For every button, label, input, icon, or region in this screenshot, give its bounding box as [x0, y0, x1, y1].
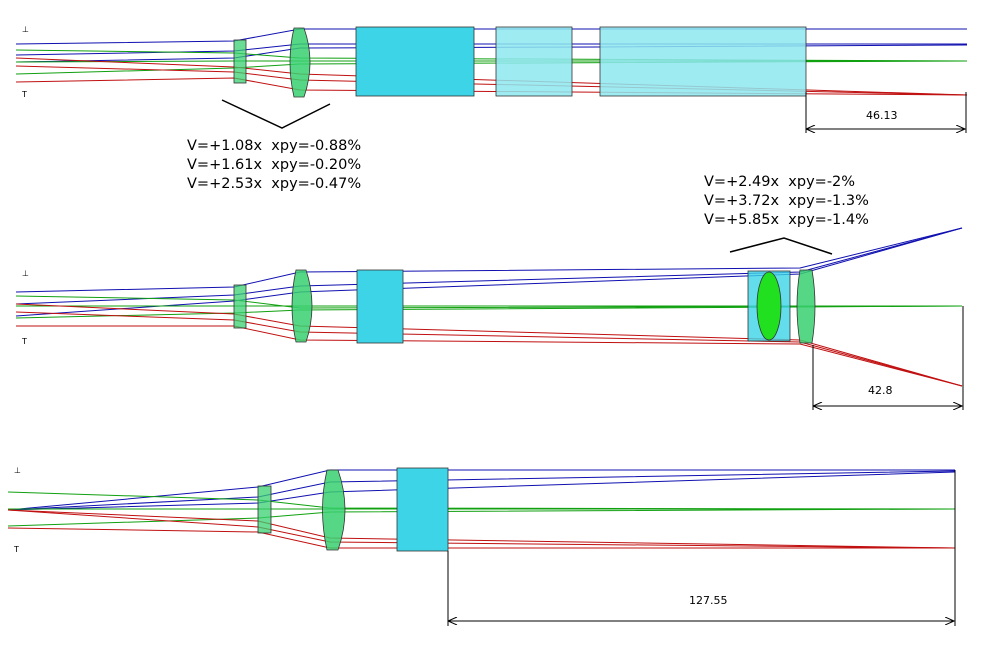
config-1-prism-block-2	[495, 26, 573, 97]
config-3-prism-block	[396, 467, 449, 552]
config-1-note-3: V=+2.53x xpy=-0.47%	[187, 176, 362, 192]
config-3-rays	[7, 469, 956, 549]
config-2: ⊥ T 42.8	[15, 227, 964, 410]
config-1-top-edge-mark: ⊥	[22, 25, 29, 34]
config-1-prism-block-1	[355, 26, 475, 97]
config-2-zoom-lens-rear	[796, 269, 816, 344]
config-2-dimension-label: 42.8	[868, 384, 893, 397]
config-3: ⊥ T 127.55	[7, 466, 956, 626]
config-1-note-1: V=+1.08x xpy=-0.88%	[187, 138, 362, 154]
config-3-dimension-label: 127.55	[689, 594, 728, 607]
config-1-bracket	[221, 99, 331, 129]
config-3-elements	[257, 467, 449, 552]
config-2-note-1: V=+2.49x xpy=-2%	[704, 174, 856, 190]
config-1-large-lens	[289, 27, 311, 98]
config-2-bottom-edge-mark: T	[21, 337, 27, 346]
config-2-rays	[15, 227, 963, 387]
config-2-bracket	[729, 237, 833, 255]
config-2-zoom-lens-center	[756, 271, 782, 341]
config-3-dimension	[447, 470, 956, 626]
config-2-dimension	[812, 306, 964, 410]
config-3-large-lens	[322, 469, 346, 551]
config-1-dimension	[805, 92, 967, 133]
config-2-note-2: V=+3.72x xpy=-1.3%	[704, 193, 869, 209]
config-1-bottom-edge-mark: T	[21, 90, 27, 99]
config-2-prism-block	[356, 269, 404, 344]
config-2-top-edge-mark: ⊥	[22, 269, 29, 278]
config-3-small-doublet	[257, 485, 272, 534]
config-2-note-3: V=+5.85x xpy=-1.4%	[704, 212, 869, 228]
config-1-rays	[15, 28, 968, 96]
config-2-large-lens	[291, 269, 313, 343]
config-1-note-2: V=+1.61x xpy=-0.20%	[187, 157, 362, 173]
config-1-small-doublet	[233, 39, 247, 84]
config-3-top-edge-mark: ⊥	[14, 466, 21, 475]
config-1-dimension-label: 46.13	[866, 109, 898, 122]
config-2-elements	[233, 269, 816, 344]
config-2-small-doublet	[233, 284, 247, 329]
config-1-prism-block-3	[599, 26, 807, 97]
config-1-elements	[233, 26, 807, 98]
config-1: ⊥ T 46.13	[15, 25, 968, 133]
config-3-bottom-edge-mark: T	[13, 545, 19, 554]
